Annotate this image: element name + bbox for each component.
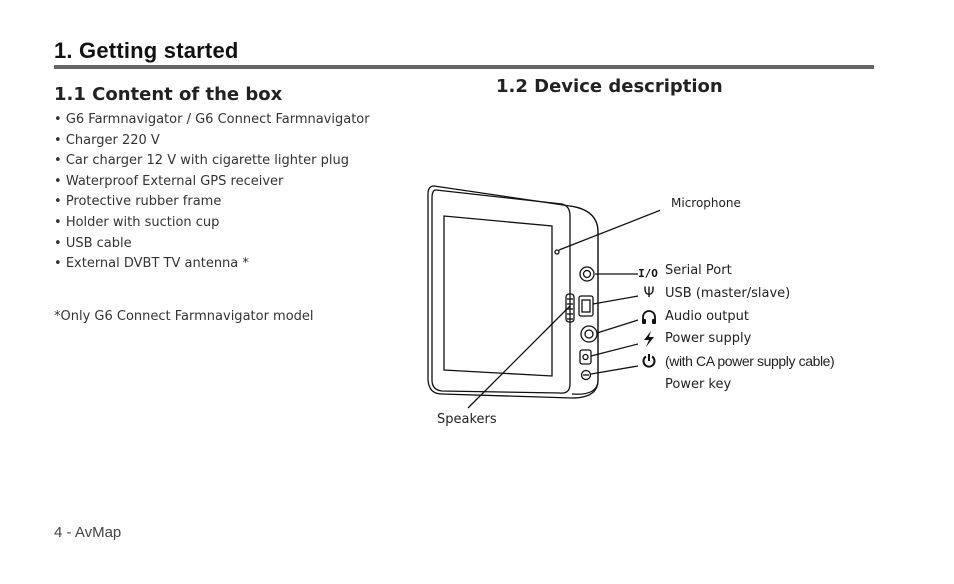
leader-power	[590, 343, 639, 357]
power-key-label: Power key	[665, 377, 732, 392]
device-bezel	[431, 189, 571, 394]
leader-speakers	[467, 305, 571, 409]
power-key	[580, 369, 592, 381]
device-description-heading: 1.2 Device description	[496, 76, 723, 97]
page-title: 1. Getting started	[54, 38, 239, 63]
serial-port-icon: I/O	[638, 267, 658, 280]
page-footer: 4 - AvMap	[54, 524, 122, 541]
power-cable-label: (with CA power supply cable)	[665, 353, 835, 369]
serial-port	[579, 266, 595, 282]
device-body	[427, 185, 599, 399]
usb-icon: Ψ	[643, 285, 655, 301]
leader-usb	[592, 295, 639, 305]
device-diagram	[427, 185, 660, 409]
leader-microphone	[558, 209, 660, 251]
lightning-icon	[639, 331, 659, 351]
leader-powerkey	[590, 365, 639, 375]
usb-label: USB (master/slave)	[665, 286, 791, 301]
footnote: *Only G6 Connect Farmnavigator model	[54, 309, 314, 324]
microphone-hole	[554, 249, 560, 255]
list-item: Waterproof External GPS receiver	[54, 172, 370, 193]
speakers-label: Speakers	[437, 412, 497, 427]
power-socket	[579, 349, 592, 365]
list-item: G6 Farmnavigator / G6 Connect Farmnaviga…	[54, 110, 370, 131]
microphone-label: Microphone	[671, 196, 741, 210]
usb-port	[578, 295, 594, 317]
title-rule	[54, 65, 874, 69]
serial-port-label: Serial Port	[665, 263, 732, 278]
audio-port	[580, 325, 598, 343]
list-item: Charger 220 V	[54, 131, 370, 152]
device-screen	[443, 215, 553, 377]
power-icon	[639, 353, 659, 373]
list-item: Holder with suction cup	[54, 213, 370, 234]
power-supply-label: Power supply	[665, 331, 752, 346]
list-item: External DVBT TV antenna *	[54, 254, 370, 275]
list-item: Car charger 12 V with cigarette lighter …	[54, 151, 370, 172]
list-item: Protective rubber frame	[54, 192, 370, 213]
content-box-heading: 1.1 Content of the box	[54, 84, 283, 105]
content-list: G6 Farmnavigator / G6 Connect Farmnaviga…	[54, 110, 370, 275]
list-item: USB cable	[54, 234, 370, 255]
audio-output-label: Audio output	[665, 309, 749, 324]
leader-audio	[596, 319, 639, 334]
speaker-grille	[565, 293, 575, 323]
headphones-icon	[639, 309, 659, 329]
